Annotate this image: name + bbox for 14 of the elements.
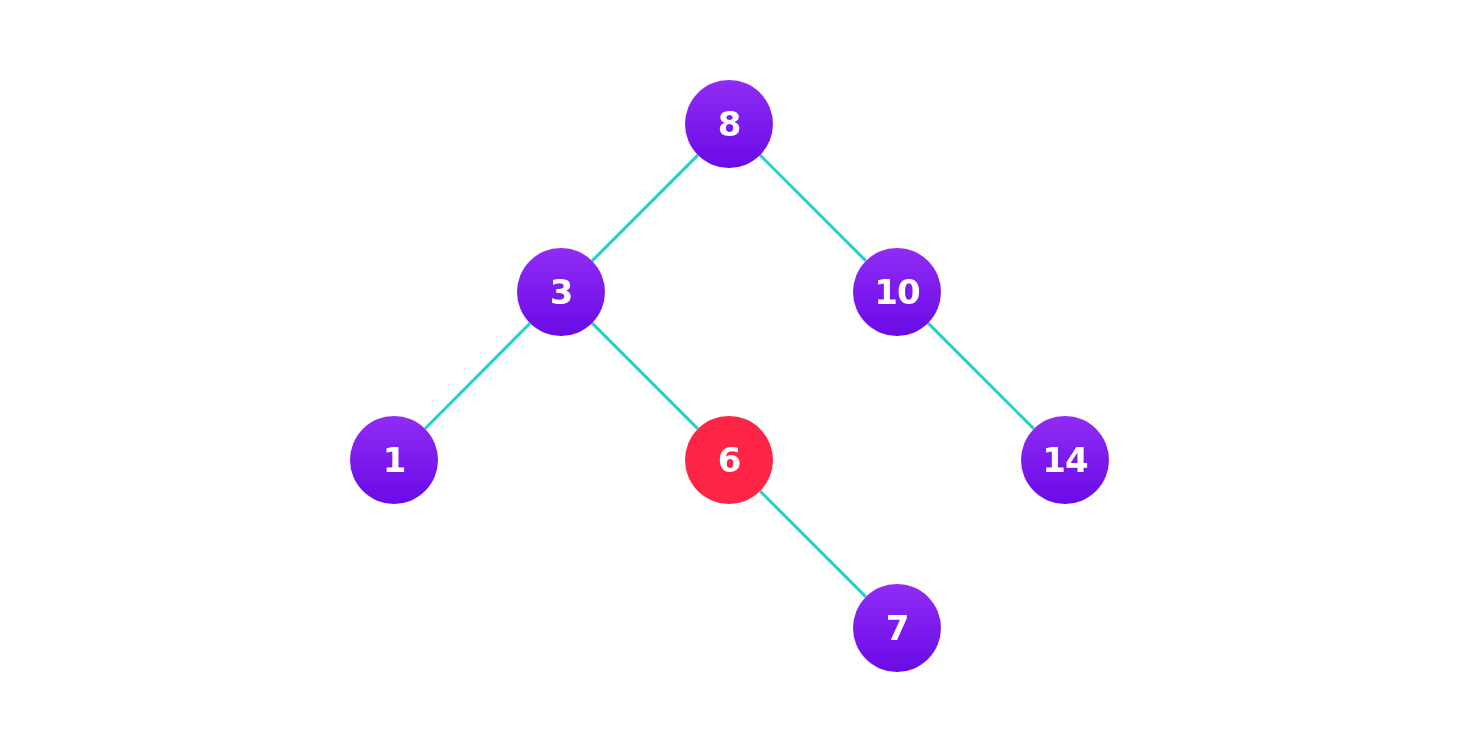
tree-edge-line (927, 322, 1035, 430)
node-value: 6 (717, 443, 741, 477)
node-value: 1 (382, 443, 406, 477)
tree-node-circle (517, 248, 605, 336)
node-value: 10 (874, 275, 920, 309)
tree-edge-line (759, 154, 867, 262)
tree-edge-line (591, 154, 699, 262)
node-value: 8 (717, 107, 741, 141)
node-value: 14 (1042, 443, 1088, 477)
node-value: 3 (549, 275, 573, 309)
tree-edge-line (591, 322, 699, 430)
tree-edge-line (423, 322, 532, 430)
node-value: 7 (885, 611, 909, 645)
tree-edge-line (759, 490, 867, 598)
